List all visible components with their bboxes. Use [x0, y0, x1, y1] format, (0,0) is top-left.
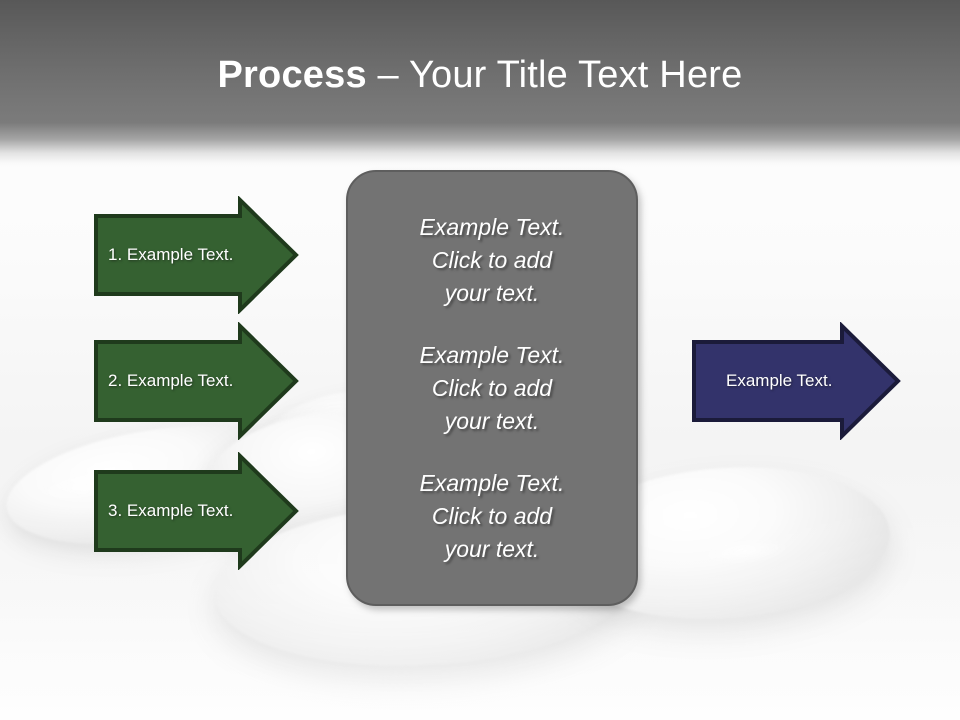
input-arrow-3[interactable]: 3. Example Text.	[92, 452, 300, 570]
center-content-panel[interactable]: Example Text. Click to add your text. Ex…	[346, 170, 638, 606]
title-band	[0, 0, 960, 168]
input-arrow-2[interactable]: 2. Example Text.	[92, 322, 300, 440]
panel-text-block-1[interactable]: Example Text. Click to add your text.	[419, 213, 565, 306]
arrow-shape-green-3	[94, 452, 299, 570]
arrow-shape-green-2	[94, 322, 299, 440]
panel-text-block-3[interactable]: Example Text. Click to add your text.	[419, 469, 565, 562]
arrow-shape-blue	[692, 322, 901, 440]
page-title-bold: Process	[217, 54, 367, 96]
arrow-shape-green-1	[94, 196, 299, 314]
panel-text-block-2[interactable]: Example Text. Click to add your text.	[419, 341, 565, 434]
page-title-rest: – Your Title Text Here	[366, 54, 743, 96]
page-title: Process – Your Title Text Here	[0, 50, 960, 100]
output-arrow[interactable]: Example Text.	[690, 322, 902, 440]
input-arrow-1[interactable]: 1. Example Text.	[92, 196, 300, 314]
